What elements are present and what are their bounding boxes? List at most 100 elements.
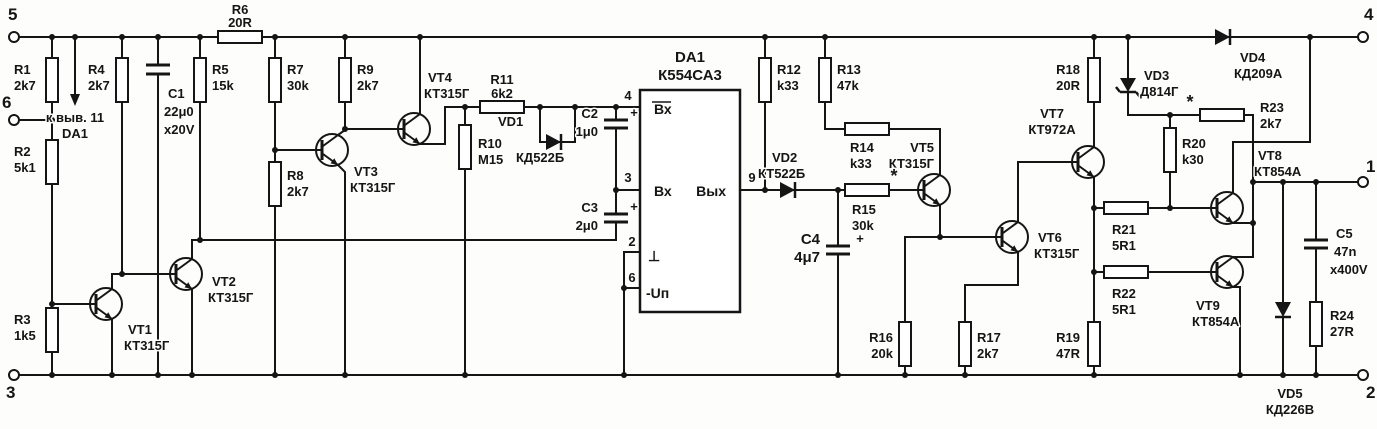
R14-ref: R14	[850, 140, 875, 155]
R20-value: k30	[1182, 152, 1204, 167]
resistor-R23-body	[1199, 108, 1245, 122]
zener-VD3	[1115, 78, 1141, 98]
R24-ref: R24	[1330, 308, 1355, 323]
R4-ref: R4	[88, 62, 105, 77]
R23-asterisk: *	[1186, 92, 1193, 112]
R18-ref: R18	[1056, 62, 1080, 77]
R24-value: 27R	[1330, 324, 1354, 339]
resistor-R24-body	[1309, 301, 1323, 347]
C2-ref: C2	[581, 106, 598, 121]
VT5-value: КТ315Г	[889, 156, 935, 171]
R19-ref: R19	[1056, 330, 1080, 345]
R3-value: 1k5	[14, 328, 36, 343]
note-to-pin11-line1: к выв. 11	[46, 110, 104, 125]
DA1-ground-label: ⊥	[648, 248, 660, 264]
resistor-R13-body	[818, 57, 832, 103]
transistor-VT4-symbol	[396, 111, 432, 147]
VD3-value: Д814Г	[1140, 84, 1179, 99]
R14-value: k33	[850, 156, 872, 171]
DA1-input-inverting-label: Вх	[654, 101, 672, 117]
VT7-value: КТ972А	[1028, 122, 1076, 137]
resistor-R2-body	[45, 139, 59, 185]
VD2-ref: VD2	[772, 150, 797, 165]
DA1-pin6-number: 6	[628, 270, 635, 285]
R2-ref: R2	[14, 144, 31, 159]
resistor-R16-body	[898, 321, 912, 367]
VD4-value: КД209А	[1234, 66, 1283, 81]
terminal-5[interactable]	[8, 31, 20, 43]
R5-ref: R5	[212, 62, 229, 77]
diode-VD5	[1275, 302, 1291, 319]
resistor-R17-body	[958, 321, 972, 367]
transistor-VT6-symbol	[994, 219, 1030, 255]
C5-ref: C5	[1336, 226, 1353, 241]
R15-ref: R15	[852, 202, 876, 217]
terminal-2[interactable]	[1357, 369, 1369, 381]
VT8-ref: VT8	[1258, 148, 1282, 163]
VD5-ref: VD5	[1277, 386, 1302, 401]
terminal-2-label: 2	[1366, 383, 1375, 402]
resistor-R20-body	[1163, 127, 1177, 173]
VT9-value: КТ854А	[1192, 314, 1240, 329]
terminal-3[interactable]	[8, 369, 20, 381]
C3-value: 2μ0	[576, 218, 598, 233]
VT5-ref: VT5	[910, 140, 934, 155]
transistor-VT3-symbol	[314, 132, 350, 168]
R16-value: 20k	[871, 346, 893, 361]
resistor-R3-body	[45, 307, 59, 353]
VT3-ref: VT3	[354, 164, 378, 179]
capacitor-C3	[604, 212, 628, 224]
R22-value: 5R1	[1112, 302, 1136, 317]
R13-value: 47k	[837, 78, 859, 93]
resistor-R9-body	[338, 57, 352, 103]
VT4-ref: VT4	[428, 70, 453, 85]
C2-plus: +	[630, 105, 638, 120]
C2-value: 1μ0	[576, 124, 598, 139]
R9-value: 2k7	[357, 78, 379, 93]
transistor-VT9-symbol	[1209, 254, 1245, 290]
arrow-to-pin11-icon	[70, 94, 80, 106]
R21-ref: R21	[1112, 222, 1136, 237]
diode-VD2	[780, 182, 797, 198]
DA1-part: К554СА3	[658, 67, 722, 84]
transistor-VT1-symbol	[88, 286, 124, 322]
transistor-VT2-symbol	[168, 256, 204, 292]
R12-ref: R12	[777, 62, 801, 77]
resistor-R6-body	[217, 30, 263, 44]
resistor-bodies	[45, 30, 1323, 367]
DA1-pin9-number: 9	[748, 170, 755, 185]
resistor-R15-body	[844, 183, 890, 197]
DA1-supply-label: -Uп	[646, 285, 669, 301]
C5-value: 47n	[1334, 244, 1356, 259]
terminal-3-label: 3	[6, 383, 15, 402]
terminal-6-label: 6	[2, 93, 11, 112]
note-to-pin11-line2: DA1	[62, 126, 88, 141]
C4-value: 4μ7	[794, 249, 820, 266]
DA1-pin3-number: 3	[624, 170, 631, 185]
DA1-input-label: Вх	[654, 183, 672, 199]
capacitor-C4	[826, 244, 850, 256]
C3-ref: C3	[581, 200, 598, 215]
ic-DA1-body	[638, 88, 742, 314]
R7-ref: R7	[287, 62, 304, 77]
resistor-R5-body	[193, 57, 207, 103]
C5-value2: x400V	[1330, 262, 1368, 277]
R19-value: 47R	[1056, 346, 1080, 361]
terminal-4[interactable]	[1357, 31, 1369, 43]
R13-ref: R13	[837, 62, 861, 77]
terminal-6[interactable]	[8, 114, 20, 126]
terminal-1[interactable]	[1357, 176, 1369, 188]
transistor-VT7-symbol	[1070, 144, 1106, 180]
transistor-VT5-symbol	[916, 172, 952, 208]
R12-value: k33	[777, 78, 799, 93]
C3-plus: +	[630, 199, 638, 214]
VD3-ref: VD3	[1144, 68, 1169, 83]
VT7-ref: VT7	[1040, 106, 1064, 121]
resistor-R7-body	[268, 57, 282, 103]
R18-value: 20R	[1056, 78, 1080, 93]
R5-value: 15k	[212, 78, 234, 93]
resistor-R8-body	[268, 161, 282, 207]
capacitor-C5	[1304, 238, 1328, 250]
